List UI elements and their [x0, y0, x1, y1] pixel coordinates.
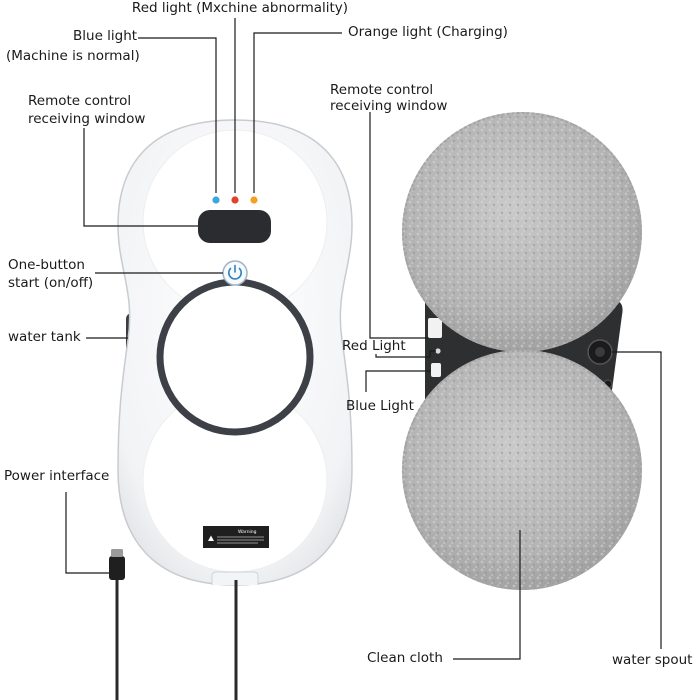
- blue-light-indicator: [212, 196, 220, 204]
- clean-cloth-top: [402, 112, 642, 352]
- power-button[interactable]: [222, 260, 248, 286]
- label-blue-light-bottom: Blue Light: [346, 398, 414, 414]
- power-icon: [228, 264, 242, 280]
- label-water-tank: water tank: [8, 329, 81, 345]
- clean-cloth-bottom: [402, 350, 642, 590]
- label-remote-window-left-2: receiving window: [28, 111, 146, 127]
- label-remote-window-right-2: receiving window: [330, 98, 448, 114]
- label-blue-light-normal: (Machine is normal): [6, 48, 140, 64]
- remote-receiving-window: [198, 210, 271, 243]
- label-red-light-bottom: Red Light: [342, 338, 406, 354]
- label-orange-light: Orange light (Charging): [348, 24, 508, 40]
- label-one-button-1: One-button: [8, 257, 85, 273]
- label-clean-cloth: Clean cloth: [367, 650, 443, 666]
- warning-sticker-text: Warning: [238, 529, 257, 535]
- label-remote-window-right-1: Remote control: [330, 82, 434, 98]
- red-light-side: [435, 348, 441, 354]
- center-ring: [156, 278, 314, 436]
- leader-lines: [65, 18, 662, 660]
- label-water-spout: water spout: [612, 652, 693, 668]
- label-remote-window-left-1: Remote control: [28, 93, 132, 109]
- red-light-indicator: [231, 196, 239, 204]
- orange-light-indicator: [250, 196, 258, 204]
- power-connector: [109, 556, 125, 580]
- label-red-light-abnormal: Red light (Mxchine abnormality): [131, 0, 349, 16]
- label-power-interface: Power interface: [4, 468, 110, 484]
- label-one-button-2: start (on/off): [8, 275, 94, 291]
- robot-back-view: [402, 112, 642, 590]
- remote-window-side: [428, 318, 442, 338]
- blue-light-side: [431, 363, 441, 377]
- label-blue-light: Blue light: [73, 28, 138, 44]
- robot-front-view: Warning: [109, 119, 353, 700]
